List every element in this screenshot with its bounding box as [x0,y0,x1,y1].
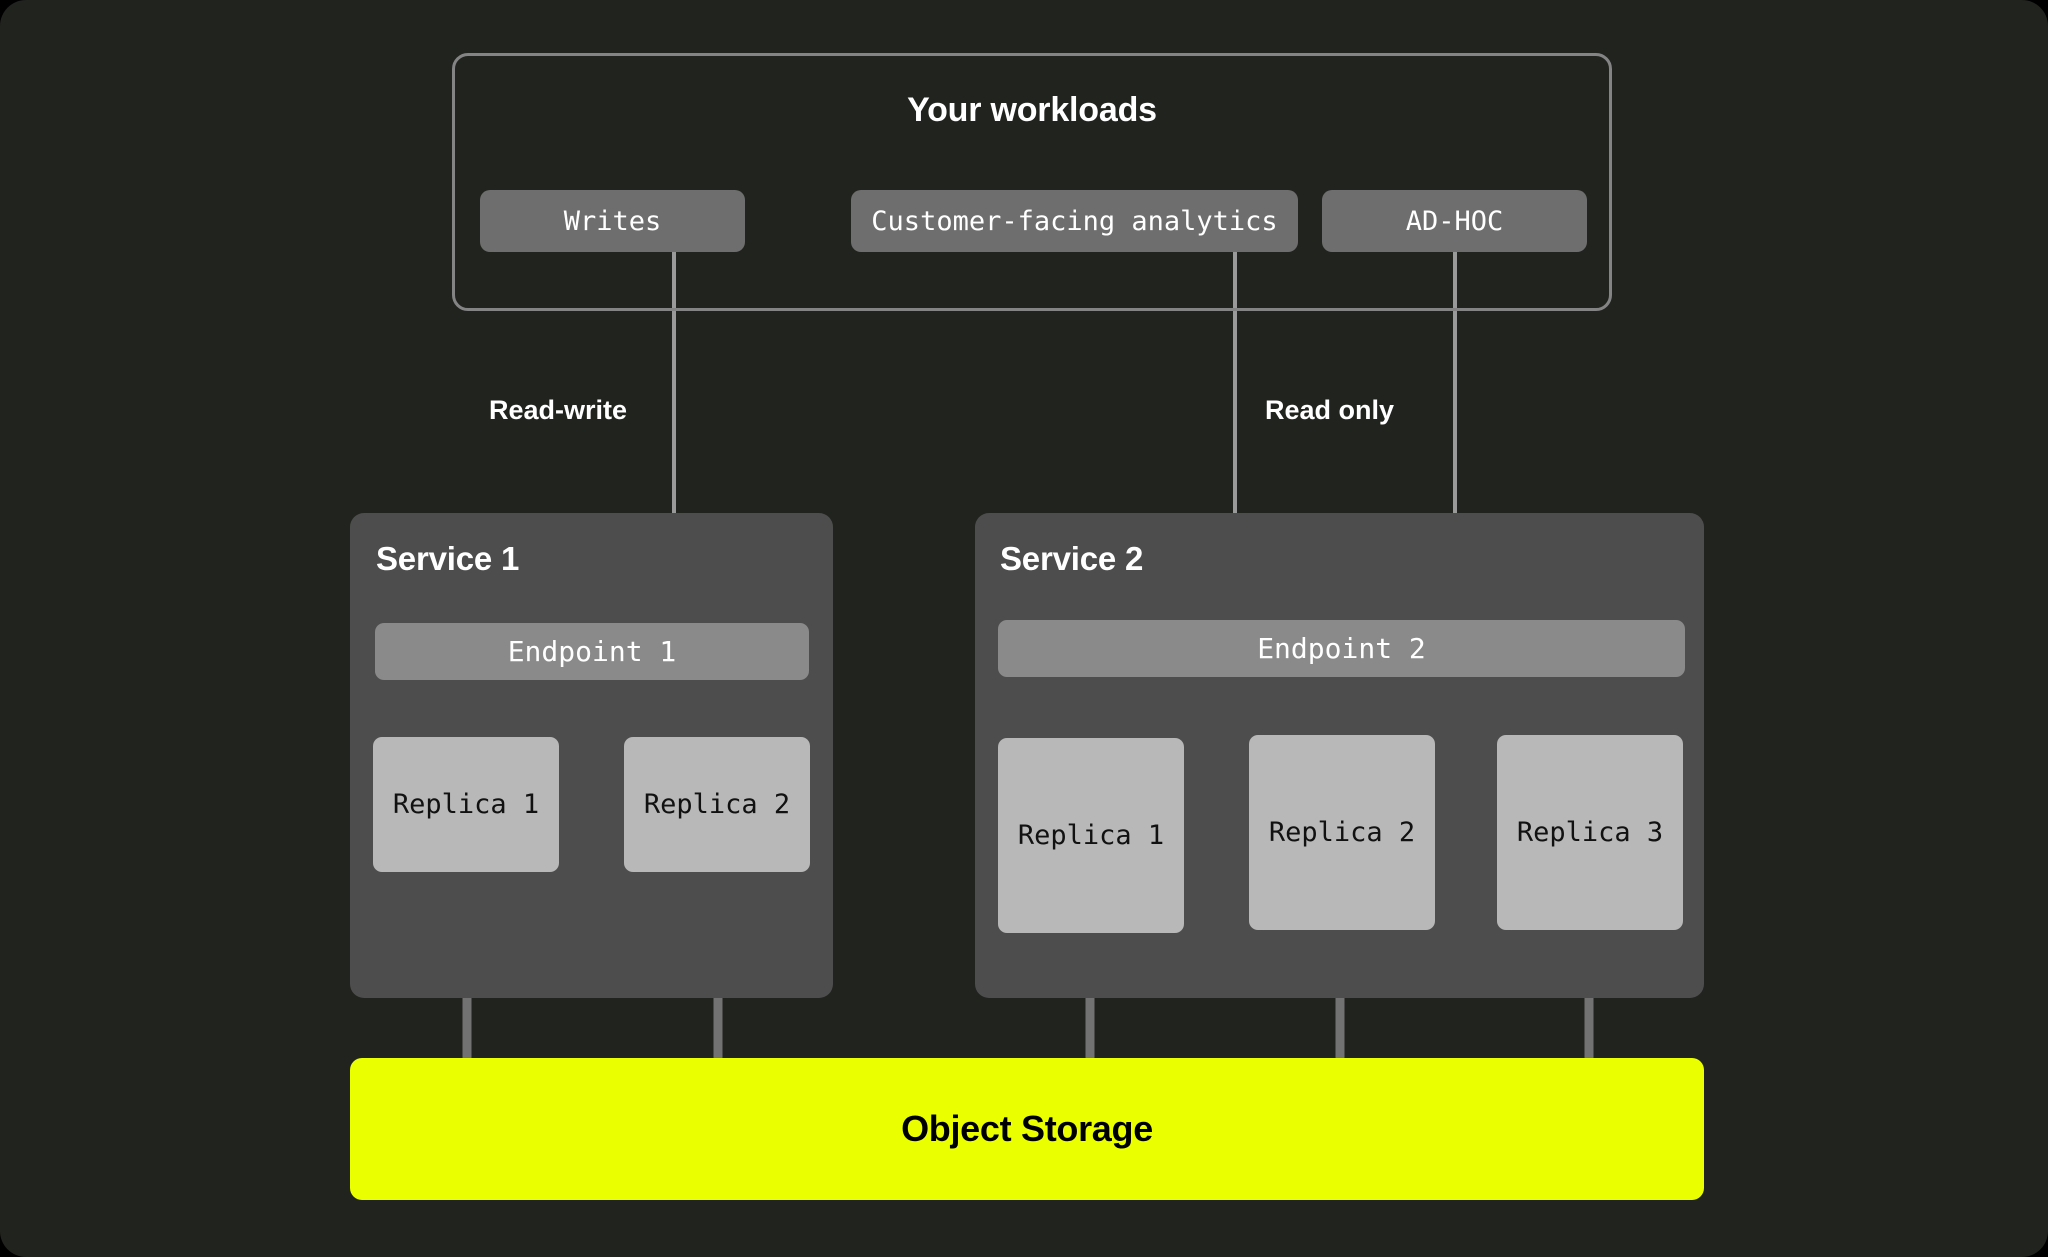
service-2-replica-1[interactable]: Replica 1 [998,738,1184,933]
edge-label-read-write: Read-write [489,395,628,425]
object-storage-label: Object Storage [901,1108,1153,1149]
replica-label: Replica 3 [1516,817,1664,848]
service-2-title: Service 2 [1000,540,1144,577]
service-2-replica-3[interactable]: Replica 3 [1497,735,1683,930]
service-2-replica-2[interactable]: Replica 2 [1249,735,1435,930]
replica-label: Replica 1 [1017,820,1165,851]
replica-label: Replica 2 [1268,817,1416,848]
service-1-replica-2[interactable]: Replica 2 [624,737,810,872]
endpoint-label: Endpoint 2 [1257,632,1426,665]
workload-label: Writes [563,205,662,237]
endpoint-label: Endpoint 1 [507,635,677,668]
workloads-frame [452,53,1612,311]
workload-box-writes[interactable]: Writes [480,190,745,252]
replica-label: Replica 2 [643,789,791,820]
workload-box-customer-facing-analytics[interactable]: Customer-facing analytics [851,190,1298,252]
workloads-title: Your workloads [907,91,1157,129]
edge-label-read-only: Read only [1265,395,1395,425]
service-1-title: Service 1 [376,540,520,577]
workload-label: AD-HOC [1405,205,1504,237]
service-1-replica-1[interactable]: Replica 1 [373,737,559,872]
object-storage-bar[interactable]: Object Storage [350,1058,1704,1200]
replica-label: Replica 1 [392,789,540,820]
endpoint-1-box[interactable]: Endpoint 1 [375,623,809,680]
endpoint-2-box[interactable]: Endpoint 2 [998,620,1685,677]
workload-box-ad-hoc[interactable]: AD-HOC [1322,190,1587,252]
workload-label: Customer-facing analytics [871,205,1278,237]
